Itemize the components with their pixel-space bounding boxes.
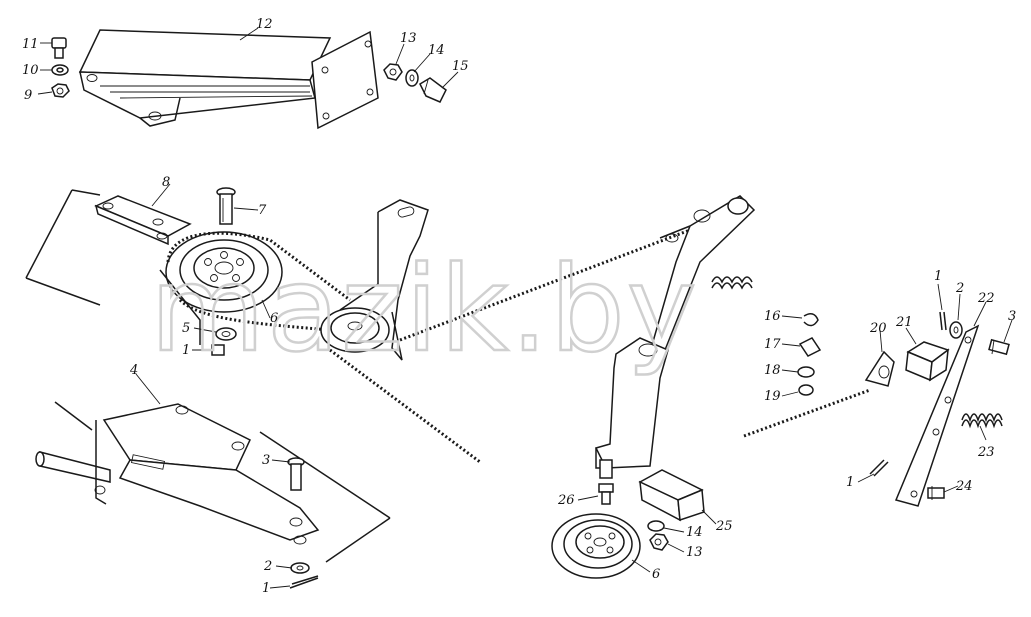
label-12: 12 (256, 17, 273, 32)
washer-5 (215, 327, 237, 341)
label-14-bottom: 14 (686, 525, 703, 540)
cotter-pin-1-bottom (289, 575, 319, 589)
label-3-right: 3 (1008, 309, 1016, 324)
label-17: 17 (764, 337, 781, 352)
label-22: 22 (977, 291, 995, 306)
label-10: 10 (22, 63, 39, 78)
label-21: 21 (895, 315, 913, 330)
label-3-left: 3 (262, 453, 270, 468)
rod-20 (743, 350, 895, 438)
nut-19 (798, 384, 814, 396)
label-6-belt: 6 (270, 311, 278, 326)
bolt-3-left (287, 457, 305, 491)
pin-1-right-top (939, 311, 947, 331)
label-18: 18 (764, 363, 781, 378)
washer-14-top (405, 69, 419, 87)
bracket-25 (638, 469, 705, 522)
bolt-3-right (988, 338, 1010, 356)
label-13-bottom: 13 (686, 545, 703, 560)
label-19: 19 (764, 389, 781, 404)
label-24: 24 (955, 479, 973, 494)
clip-16 (803, 313, 819, 327)
label-15-top: 15 (452, 59, 469, 74)
pulley-large (165, 231, 283, 313)
label-16: 16 (764, 309, 781, 324)
strap-22 (894, 324, 980, 507)
bracket-12 (78, 29, 379, 130)
label-1-right-top: 1 (934, 269, 942, 284)
clip-17 (798, 337, 822, 357)
label-5: 5 (182, 321, 190, 336)
label-2-right: 2 (955, 281, 964, 296)
bolt-11 (51, 37, 67, 59)
nut-13-bottom (649, 533, 669, 551)
mounting-arm (339, 199, 429, 361)
label-4: 4 (129, 363, 138, 378)
label-1-right-bottom: 1 (846, 475, 854, 490)
washer-14-bottom (647, 520, 665, 532)
pin-1-right-bottom (869, 459, 889, 477)
label-26: 26 (557, 493, 575, 508)
bolt-15-top (419, 77, 447, 103)
nut-13-top (383, 63, 403, 81)
plate-4 (102, 403, 320, 545)
bolt-24 (927, 486, 945, 500)
label-23: 23 (977, 445, 995, 460)
spring-lever (711, 276, 753, 290)
rod-left (35, 420, 111, 505)
label-1-mid: 1 (182, 343, 190, 358)
label-7: 7 (258, 203, 267, 218)
label-1-bottom: 1 (262, 581, 270, 596)
plate-8 (94, 195, 192, 246)
label-9: 9 (24, 88, 32, 103)
label-11: 11 (22, 37, 39, 52)
stud-26 (598, 459, 614, 505)
label-25: 25 (715, 519, 733, 534)
label-20: 20 (869, 321, 887, 336)
label-6-bottom: 6 (652, 567, 660, 582)
lever-arm (648, 195, 756, 353)
washer-2-bottom (290, 562, 310, 574)
pulley-6 (551, 513, 641, 579)
label-13-top: 13 (400, 31, 417, 46)
idler-pulley (320, 307, 390, 353)
washer-2-right (949, 321, 963, 339)
label-2-bottom: 2 (263, 559, 272, 574)
spring-23 (961, 413, 1003, 429)
block-21 (905, 341, 950, 382)
bolt-7 (216, 187, 236, 225)
washer-18 (797, 366, 815, 378)
label-8: 8 (162, 175, 170, 190)
washer-10 (51, 64, 69, 76)
label-14-top: 14 (428, 43, 445, 58)
watermark: mazik.by (150, 240, 699, 378)
nut-9 (51, 83, 70, 98)
